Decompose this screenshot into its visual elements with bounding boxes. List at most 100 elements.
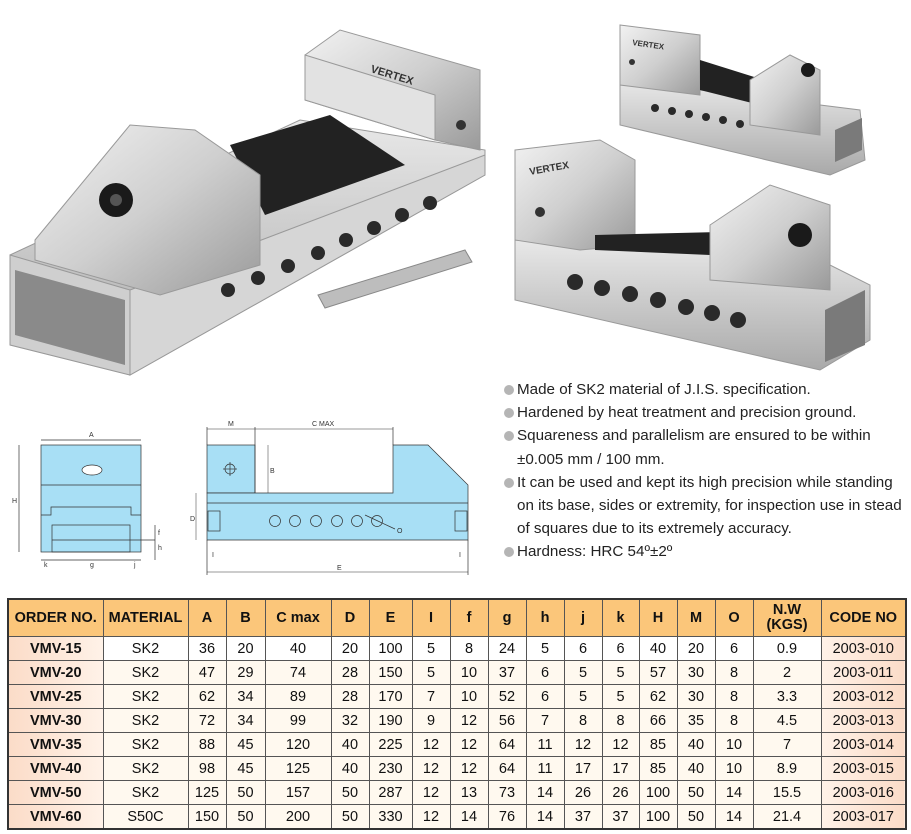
table-cell: 100	[638, 804, 678, 830]
product-photos: VERTEX VERTEX VERTEX	[9, 24, 871, 376]
code-no-cell: 2003-011	[820, 660, 907, 685]
table-cell: 7	[752, 732, 822, 757]
table-cell: 8	[714, 660, 754, 685]
table-cell: 8	[714, 684, 754, 709]
table-cell: 10	[714, 756, 754, 781]
feature-text: Squareness and parallelism are ensured t…	[517, 427, 871, 468]
table-cell: 6	[714, 636, 754, 661]
table-cell: 14	[714, 780, 754, 805]
table-cell: 40	[330, 732, 370, 757]
order-no-cell: VMV-15	[7, 636, 104, 661]
label-b: B	[270, 468, 275, 475]
table-cell: 5	[601, 660, 640, 685]
table-cell: 47	[187, 660, 227, 685]
table-cell: S50C	[102, 804, 189, 830]
bullet-icon	[504, 547, 514, 558]
table-cell: 157	[264, 780, 332, 805]
table-cell: 12	[601, 732, 640, 757]
table-cell: 12	[449, 732, 489, 757]
table-cell: 150	[368, 660, 413, 685]
label-i-right: I	[459, 552, 461, 559]
table-cell: 190	[368, 708, 413, 733]
end-view-diagram: A H k g j f h	[12, 432, 162, 569]
table-cell: 5	[563, 684, 603, 709]
table-cell: 125	[264, 756, 332, 781]
table-cell: 99	[264, 708, 332, 733]
label-k: k	[44, 562, 48, 569]
order-no-cell: VMV-20	[7, 660, 104, 685]
table-cell: 98	[187, 756, 227, 781]
column-header: h	[525, 598, 565, 637]
feature-item: Hardness: HRC 54º±2º	[503, 540, 908, 563]
label-i-left: I	[212, 552, 214, 559]
table-cell: 8	[714, 708, 754, 733]
table-cell: 24	[487, 636, 527, 661]
table-cell: 8	[563, 708, 603, 733]
table-cell: 150	[187, 804, 227, 830]
column-header: B	[225, 598, 266, 637]
table-cell: 4.5	[752, 708, 822, 733]
table-cell: 66	[638, 708, 678, 733]
table-cell: SK2	[102, 636, 189, 661]
table-cell: 73	[487, 780, 527, 805]
table-cell: 200	[264, 804, 332, 830]
table-cell: 12	[411, 756, 451, 781]
order-no-cell: VMV-50	[7, 780, 104, 805]
column-header: C max	[264, 598, 332, 637]
feature-item: Squareness and parallelism are ensured t…	[503, 424, 908, 470]
feature-list: Made of SK2 material of J.I.S. specifica…	[503, 378, 908, 564]
small-vise-photo: VERTEX	[619, 24, 866, 176]
table-cell: 125	[187, 780, 227, 805]
table-cell: 17	[601, 756, 640, 781]
table-cell: 50	[330, 780, 370, 805]
table-cell: 20	[225, 636, 266, 661]
table-cell: 50	[225, 804, 266, 830]
order-no-cell: VMV-40	[7, 756, 104, 781]
code-no-cell: 2003-015	[820, 756, 907, 781]
table-cell: 10	[714, 732, 754, 757]
feature-item: Hardened by heat treatment and precision…	[503, 401, 908, 424]
table-cell: 40	[264, 636, 332, 661]
table-cell: 50	[330, 804, 370, 830]
column-header: D	[330, 598, 370, 637]
label-m: M	[228, 421, 234, 428]
column-header: I	[411, 598, 451, 637]
bullet-icon	[504, 431, 514, 442]
bullet-icon	[504, 477, 514, 488]
table-cell: 12	[449, 756, 489, 781]
table-cell: 20	[676, 636, 716, 661]
table-cell: 5	[601, 684, 640, 709]
feature-text: Hardness: HRC 54º±2º	[517, 543, 673, 561]
code-no-cell: 2003-013	[820, 708, 907, 733]
table-cell: SK2	[102, 660, 189, 685]
table-cell: SK2	[102, 708, 189, 733]
table-cell: 76	[487, 804, 527, 830]
column-header: g	[487, 598, 527, 637]
side-view-diagram: M C MAX B D O I I E	[190, 421, 469, 575]
table-cell: 3.3	[752, 684, 822, 709]
table-cell: 34	[225, 708, 266, 733]
table-cell: 330	[368, 804, 413, 830]
table-cell: 6	[563, 636, 603, 661]
feature-text: It can be used and kept its high precisi…	[517, 473, 902, 538]
table-cell: 12	[449, 708, 489, 733]
label-e: E	[337, 565, 342, 572]
feature-text: Hardened by heat treatment and precision…	[517, 404, 857, 422]
table-cell: 45	[225, 756, 266, 781]
table-cell: 14	[449, 804, 489, 830]
feature-item: Made of SK2 material of J.I.S. specifica…	[503, 378, 908, 401]
feature-text: Made of SK2 material of J.I.S. specifica…	[517, 381, 811, 398]
table-cell: 28	[330, 660, 370, 685]
label-a: A	[89, 432, 94, 439]
bullet-icon	[504, 408, 514, 419]
table-cell: 37	[487, 660, 527, 685]
table-cell: 64	[487, 732, 527, 757]
table-cell: 2	[752, 660, 822, 685]
table-cell: 74	[264, 660, 332, 685]
table-cell: 225	[368, 732, 413, 757]
table-cell: 12	[411, 732, 451, 757]
label-j: j	[133, 562, 136, 569]
